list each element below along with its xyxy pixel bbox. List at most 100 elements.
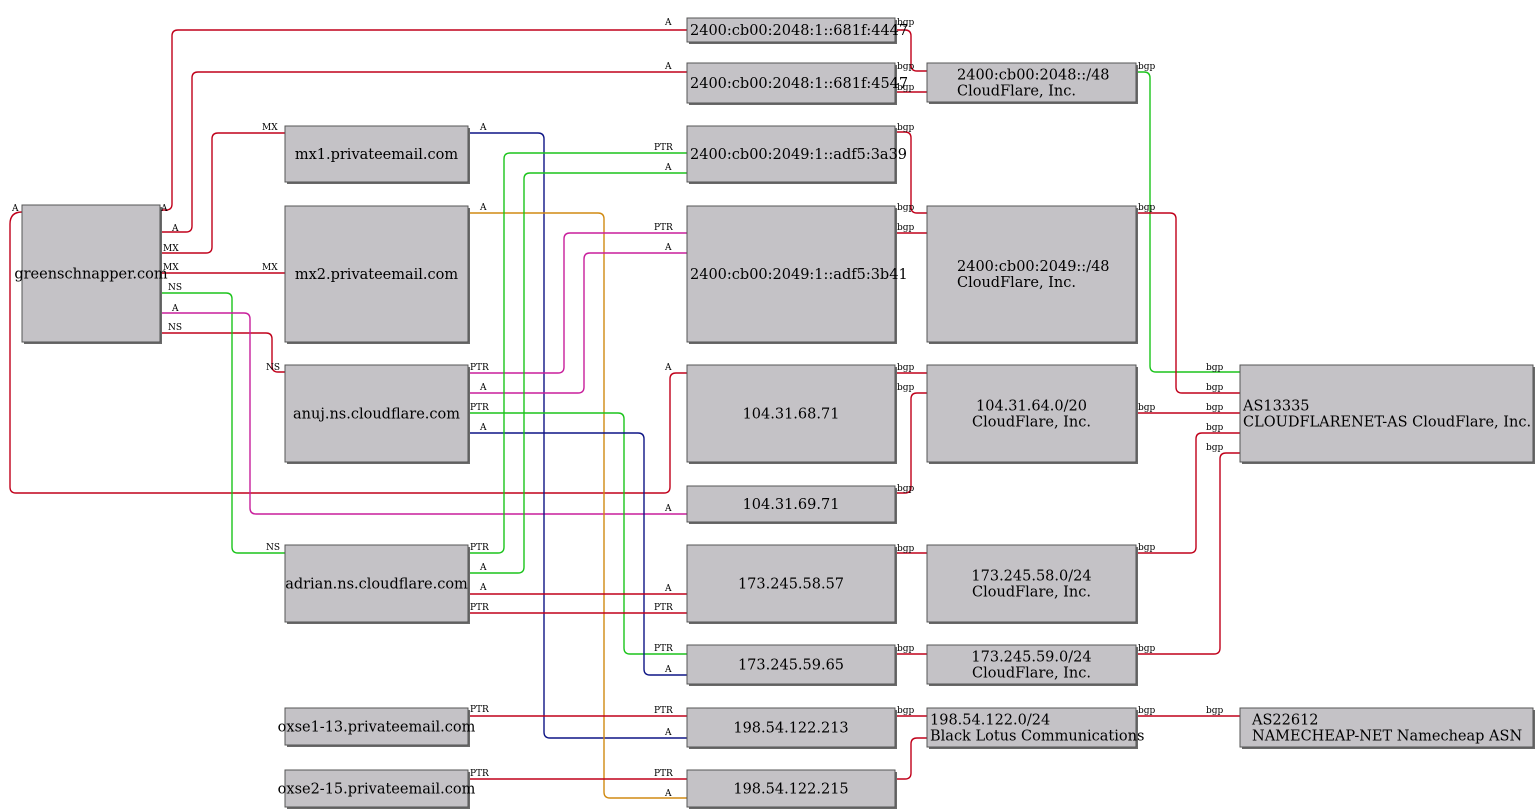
- node-ip-198-54-122-213-label-1: 198.54.122.213: [733, 721, 848, 737]
- node-anuj-ns-cloudflare[interactable]: anuj.ns.cloudflare.com: [284, 364, 470, 464]
- node-ip-173-245-59-65[interactable]: 173.245.59.65: [686, 644, 897, 686]
- node-net-198-54-122-0-label-2: Black Lotus Communications: [930, 729, 1144, 745]
- node-oxse2-privateemail-label-1: oxse2-15.privateemail.com: [278, 782, 476, 798]
- node-as22612-namecheap-label-2: NAMECHEAP-NET Namecheap ASN: [1252, 729, 1522, 745]
- edge-label-a-31: A: [664, 243, 672, 253]
- node-net-173-245-58-0-label-2: CloudFlare, Inc.: [972, 585, 1091, 601]
- edge-label-bgp-46: bgp: [897, 363, 915, 373]
- edge-label-ptr-28: PTR: [654, 143, 673, 153]
- edge-label-bgp-58: bgp: [1206, 363, 1224, 373]
- edge-label-a-24: A: [479, 583, 487, 593]
- node-greenschnapper-com-label-1: greenschnapper.com: [14, 267, 168, 283]
- edge-label-bgp-50: bgp: [897, 644, 915, 654]
- node-oxse1-privateemail[interactable]: oxse1-13.privateemail.com: [278, 707, 476, 747]
- edge-bgp-2048-as: [1136, 71, 1240, 373]
- edge-label-a-8: A: [664, 18, 672, 28]
- edge-label-a-6: A: [171, 304, 179, 314]
- node-mx2-privateemail-label-1: mx2.privateemail.com: [295, 267, 459, 283]
- node-ip-104-31-68-71[interactable]: 104.31.68.71: [686, 364, 897, 464]
- node-ip-adf5-3a39[interactable]: 2400:cb00:2049:1::adf5:3a39: [686, 125, 907, 184]
- edge-label-a-17: A: [479, 203, 487, 213]
- edge-bgp-6971: [895, 392, 927, 494]
- node-mx1-privateemail[interactable]: mx1.privateemail.com: [284, 125, 470, 184]
- node-ip-173-245-59-65-label-1: 173.245.59.65: [738, 658, 844, 674]
- edge-label-ptr-18: PTR: [470, 363, 489, 373]
- node-as13335-cloudflare-label-1: AS13335: [1242, 399, 1310, 415]
- edge-label-bgp-61: bgp: [1206, 423, 1224, 433]
- node-net-198-54-122-0-label-1: 198.54.122.0/24: [930, 713, 1050, 729]
- edge-bgp-17359-as: [1136, 452, 1240, 655]
- edge-label-bgp-47: bgp: [897, 383, 915, 393]
- edge-a-4447: [160, 29, 687, 211]
- edge-label-bgp-49: bgp: [897, 544, 915, 554]
- edge-label-a-9: A: [664, 62, 672, 72]
- node-ip-adf5-3b41[interactable]: 2400:cb00:2049:1::adf5:3b41: [686, 205, 908, 344]
- edge-label-bgp-59: bgp: [1206, 383, 1224, 393]
- edge-label-bgp-40: bgp: [897, 18, 915, 28]
- node-net-173-245-58-0-label-1: 173.245.58.0/24: [971, 569, 1091, 585]
- node-net-104-31-64-0-label-1: 104.31.64.0/20: [976, 399, 1087, 415]
- edge-label-mx-10: MX: [262, 123, 278, 133]
- edge-label-bgp-52: bgp: [1138, 62, 1156, 72]
- node-ip-681f-4447[interactable]: 2400:cb00:2048:1::681f:4447: [686, 17, 908, 44]
- edge-label-a-16: A: [479, 123, 487, 133]
- node-ip-198-54-122-215[interactable]: 198.54.122.215: [686, 769, 897, 809]
- edge-label-ptr-30: PTR: [654, 223, 673, 233]
- node-layer: greenschnapper.com mx1.privateemail.com mx…: [14, 17, 1535, 809]
- edge-label-a-19: A: [479, 383, 487, 393]
- node-greenschnapper-com[interactable]: greenschnapper.com: [14, 204, 168, 344]
- edge-label-bgp-63: bgp: [1206, 706, 1224, 716]
- edge-adrian-a-3a39: [468, 172, 687, 574]
- edge-bgp-215: [895, 737, 927, 780]
- node-mx1-privateemail-label-1: mx1.privateemail.com: [295, 147, 459, 163]
- edge-label-mx-4: MX: [163, 263, 179, 273]
- node-ip-681f-4547[interactable]: 2400:cb00:2048:1::681f:4547: [686, 62, 908, 105]
- edge-label-a-0: A: [11, 204, 19, 214]
- edge-a-6871: [9, 211, 687, 494]
- node-ip-681f-4447-label-1: 2400:cb00:2048:1::681f:4447: [690, 23, 908, 39]
- node-ip-173-245-58-57[interactable]: 173.245.58.57: [686, 544, 897, 624]
- edge-label-ptr-22: PTR: [470, 543, 489, 553]
- edge-label-ptr-36: PTR: [654, 706, 673, 716]
- edge-label-a-39: A: [664, 789, 672, 799]
- edge-anuj-ptr-3b41: [468, 232, 687, 374]
- edge-adrian-ptr-3a39: [468, 152, 687, 554]
- node-oxse1-privateemail-label-1: oxse1-13.privateemail.com: [278, 720, 476, 736]
- node-adrian-ns-cloudflare[interactable]: adrian.ns.cloudflare.com: [284, 544, 470, 624]
- edge-label-bgp-41: bgp: [897, 62, 915, 72]
- edge-bgp-17358-as: [1136, 432, 1240, 554]
- edge-label-a-23: A: [479, 563, 487, 573]
- edge-label-mx-3: MX: [163, 244, 179, 254]
- edge-label-ns-14: NS: [266, 543, 280, 553]
- edge-anuj-a-3b41: [468, 252, 687, 394]
- node-ip-104-31-69-71[interactable]: 104.31.69.71: [686, 485, 897, 524]
- edge-a-4547: [160, 71, 687, 233]
- edge-label-ns-12: NS: [266, 363, 280, 373]
- node-oxse2-privateemail[interactable]: oxse2-15.privateemail.com: [278, 769, 476, 809]
- edge-green-ns-adrian: [160, 292, 285, 554]
- edge-label-ptr-25: PTR: [470, 603, 489, 613]
- edge-label-a-37: A: [664, 728, 672, 738]
- node-ip-198-54-122-213[interactable]: 198.54.122.213: [686, 707, 897, 749]
- edge-layer: [9, 29, 1240, 799]
- edge-anuj-a-5965: [468, 432, 687, 676]
- edge-label-bgp-48: bgp: [897, 484, 915, 494]
- edge-label-a-1: A: [160, 204, 168, 214]
- edge-label-bgp-62: bgp: [1206, 443, 1224, 453]
- edge-mx2-a-215: [468, 212, 687, 799]
- node-as22612-namecheap-label-1: AS22612: [1251, 713, 1319, 729]
- node-ip-198-54-122-215-label-1: 198.54.122.215: [733, 782, 848, 798]
- edge-label-bgp-42: bgp: [897, 83, 915, 93]
- edge-label-bgp-45: bgp: [897, 223, 915, 233]
- node-mx2-privateemail[interactable]: mx2.privateemail.com: [284, 205, 470, 344]
- node-net-2400-cb00-2048-label-1: 2400:cb00:2048::/48: [957, 68, 1110, 84]
- edge-label-ns-7: NS: [168, 323, 182, 333]
